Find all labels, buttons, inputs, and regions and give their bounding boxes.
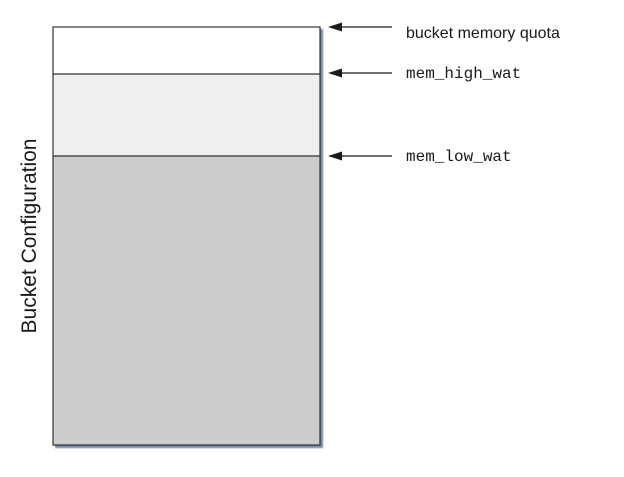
- low-water-label: mem_low_wat: [406, 148, 512, 166]
- bucket-border: [52, 26, 321, 446]
- bucket-free-region: [53, 27, 320, 74]
- bucket-high-water-region: [53, 74, 320, 156]
- bucket-low-water-region: [53, 156, 320, 445]
- low-water-marker: mem_low_wat: [328, 148, 512, 166]
- high-water-arrow-head: [328, 68, 342, 78]
- quota-marker: bucket memory quota: [328, 22, 560, 42]
- low-water-arrow-head: [328, 151, 342, 161]
- quota-arrow-head: [328, 22, 342, 32]
- high-water-label: mem_high_wat: [406, 65, 521, 83]
- bucket-column: [52, 26, 321, 446]
- high-water-marker: mem_high_wat: [328, 65, 521, 83]
- quota-label: bucket memory quota: [406, 25, 560, 42]
- side-label: Bucket Configuration: [18, 139, 41, 334]
